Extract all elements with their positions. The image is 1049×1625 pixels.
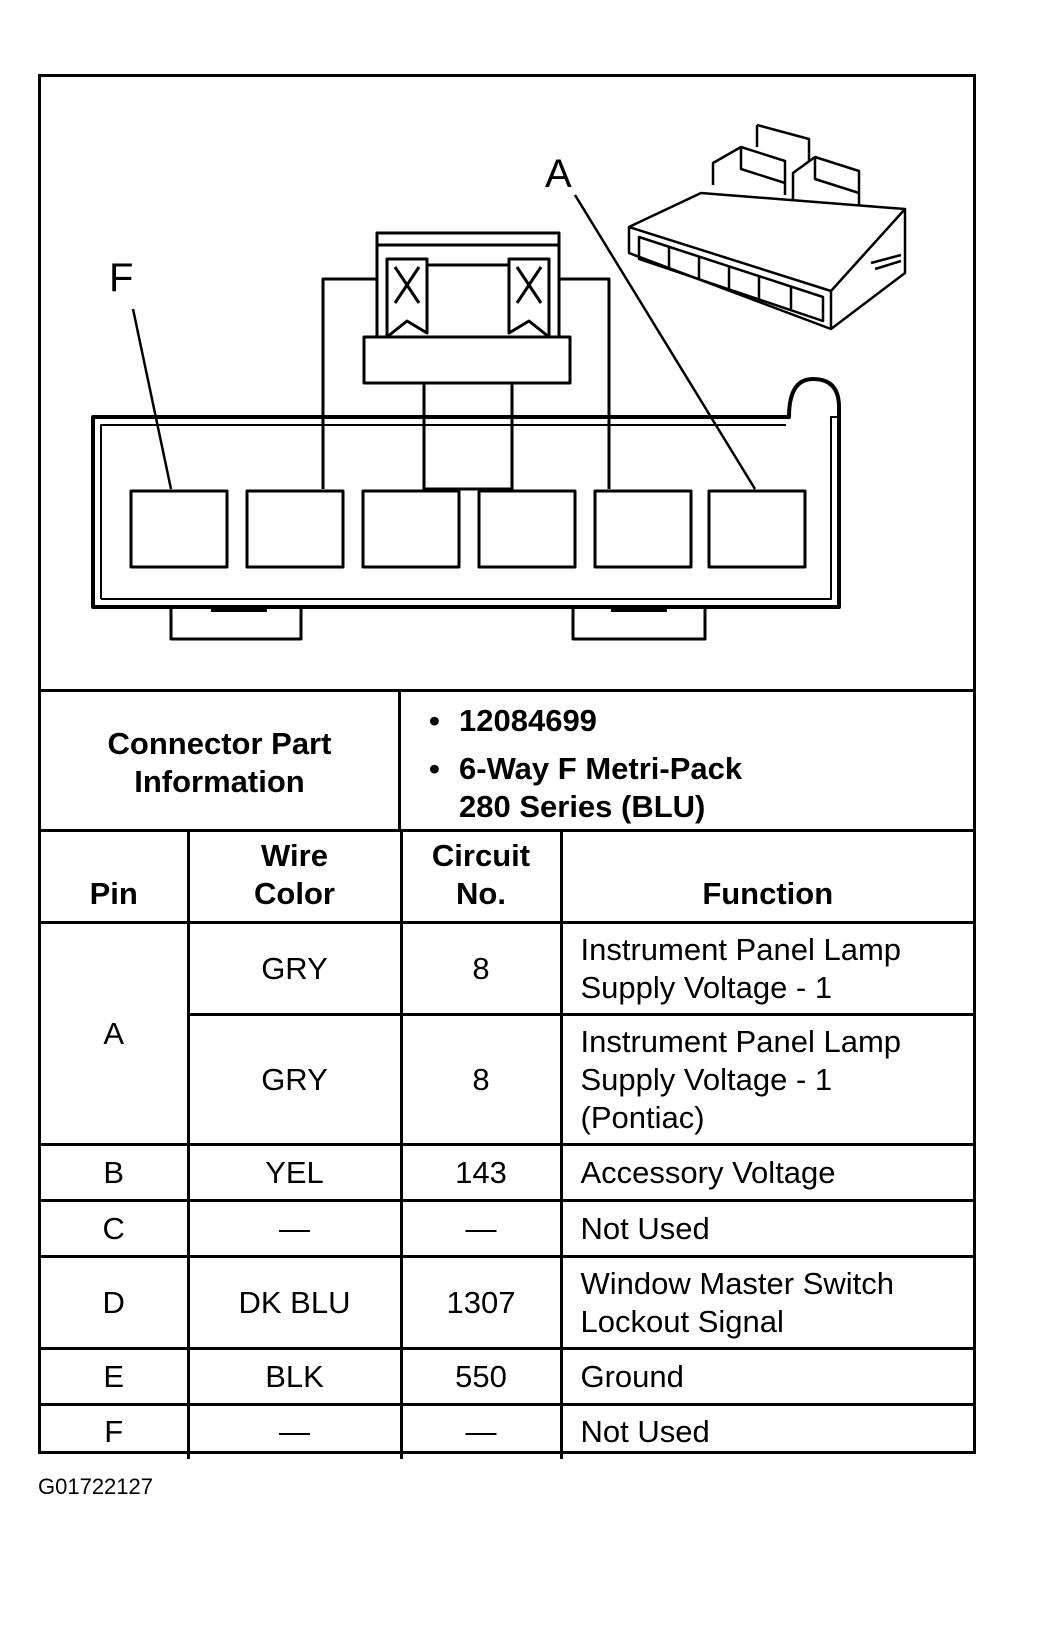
- leader-line-a: [573, 194, 757, 490]
- function-cell: Window Master Switch Lockout Signal: [559, 1255, 973, 1350]
- circuit-cell: —: [399, 1199, 563, 1258]
- leader-line-f: [131, 308, 173, 490]
- cavity-f: [129, 489, 229, 569]
- wire-color-cell: BLK: [186, 1347, 403, 1406]
- pin-label-a: A: [545, 152, 572, 196]
- latch-housing: [321, 231, 611, 489]
- function-cell: Ground: [559, 1347, 973, 1406]
- connector-part-info-label: Connector Part Information: [41, 692, 401, 829]
- header-function: Function: [559, 829, 973, 924]
- wire-color-cell: DK BLU: [186, 1255, 403, 1350]
- pin-cell: A: [41, 921, 190, 1146]
- header-pin: Pin: [41, 829, 190, 924]
- cavity-a: [707, 489, 807, 569]
- circuit-cell: —: [399, 1403, 563, 1459]
- function-cell: Instrument Panel Lamp Supply Voltage - 1: [559, 921, 973, 1016]
- wire-color-cell: —: [186, 1199, 403, 1258]
- table-row: D DK BLU 1307 Window Master Switch Locko…: [41, 1255, 973, 1350]
- pin-cell: D: [41, 1255, 190, 1350]
- wire-color-cell: GRY: [186, 1013, 403, 1146]
- pin-cell: E: [41, 1347, 190, 1406]
- table-row: E BLK 550 Ground: [41, 1347, 973, 1406]
- body-foot-left: [169, 607, 303, 641]
- circuit-cell: 1307: [399, 1255, 563, 1350]
- table-row: A GRY 8 Instrument Panel Lamp Supply Vol…: [41, 921, 973, 1146]
- function-cell: Not Used: [559, 1199, 973, 1258]
- header-wire-color: Wire Color: [186, 829, 403, 924]
- pin-table: Pin Wire Color Circuit No. Function A GR…: [41, 829, 973, 1459]
- latch-inner-frame: [375, 243, 561, 337]
- bullet-icon: •: [429, 703, 440, 738]
- circuit-cell: 143: [399, 1143, 563, 1202]
- part-number-line: • 12084699: [429, 702, 973, 740]
- body-foot-right: [571, 607, 707, 641]
- connector-face-drawing: F A: [91, 123, 907, 641]
- wire-color-cell: GRY: [186, 921, 403, 1016]
- table-header-row: Pin Wire Color Circuit No. Function: [41, 829, 973, 924]
- pin-cell: B: [41, 1143, 190, 1202]
- part-number: 12084699: [459, 703, 597, 738]
- circuit-cell: 8: [399, 921, 563, 1016]
- circuit-cell: 550: [399, 1347, 563, 1406]
- connector-part-info-values: • 12084699 • 6-Way F Metri-Pack 280 Seri…: [401, 692, 973, 829]
- cavity-c: [477, 489, 577, 569]
- table-row: B YEL 143 Accessory Voltage: [41, 1143, 973, 1202]
- cavity-e: [245, 489, 345, 569]
- connector-body: [91, 377, 841, 609]
- connector-type-line: • 6-Way F Metri-Pack 280 Series (BLU): [429, 750, 789, 826]
- bullet-icon: •: [429, 751, 440, 786]
- pin-label-f: F: [109, 256, 133, 300]
- header-circuit-no: Circuit No.: [399, 829, 563, 924]
- wire-color-cell: —: [186, 1403, 403, 1459]
- latch-tab-right: [507, 257, 551, 339]
- pin-cell: C: [41, 1199, 190, 1258]
- table-row: GRY 8 Instrument Panel Lamp Supply Volta…: [41, 1013, 973, 1146]
- latch-stem: [422, 381, 514, 491]
- wire-color-cell: YEL: [186, 1143, 403, 1202]
- function-cell: Accessory Voltage: [559, 1143, 973, 1202]
- table-row: C — — Not Used: [41, 1199, 973, 1258]
- function-cell: Instrument Panel Lamp Supply Voltage - 1…: [559, 1013, 973, 1146]
- connector-type: 6-Way F Metri-Pack 280 Series (BLU): [459, 751, 743, 824]
- table-row: F — — Not Used: [41, 1403, 973, 1459]
- connector-frame: F A Connector Part Information • 1208469…: [38, 74, 976, 1459]
- latch-block: [362, 335, 572, 385]
- connector-part-info: Connector Part Information • 12084699 • …: [41, 689, 973, 829]
- connector-isometric-view: [627, 123, 907, 331]
- circuit-cell: 8: [399, 1013, 563, 1146]
- latch-tab-left: [385, 257, 429, 339]
- function-cell: Not Used: [559, 1403, 973, 1459]
- cavity-b: [593, 489, 693, 569]
- cavity-d: [361, 489, 461, 569]
- figure-id: G01722127: [38, 1474, 153, 1499]
- pin-cell: F: [41, 1403, 190, 1459]
